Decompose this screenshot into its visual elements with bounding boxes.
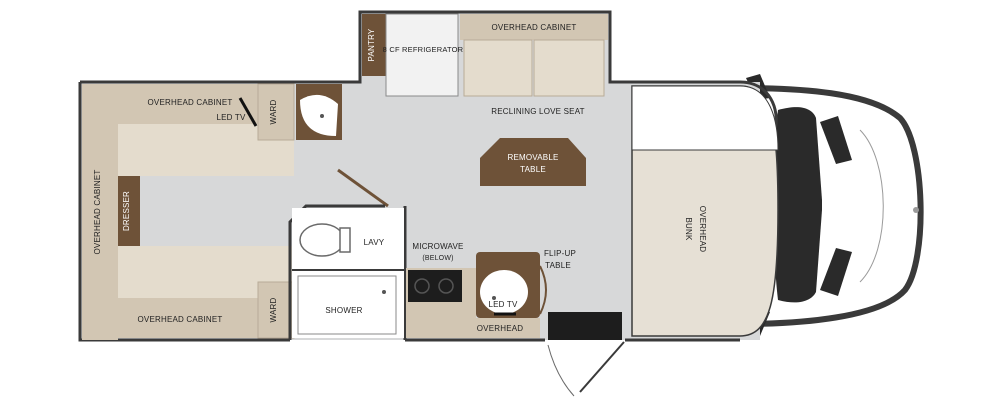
overhead-galley-cabinet	[456, 318, 540, 338]
galley-sink	[480, 270, 528, 314]
pantry-label: PANTRY	[367, 28, 376, 61]
dresser	[118, 176, 140, 246]
bunk-mattress-edge	[631, 85, 779, 151]
overhead-galley-label: OVERHEAD	[477, 324, 524, 333]
overhead-cabinet-rear-bottom	[118, 298, 258, 338]
love-seat-cushion-right	[533, 39, 605, 97]
removable-table-label-line1: REMOVABLE	[508, 153, 559, 162]
overhead-cabinet-rear-top	[118, 84, 258, 124]
shower-label: SHOWER	[325, 306, 362, 315]
flip-up-table-label-line2: TABLE	[545, 261, 571, 270]
overhead-cabinet-rear-top-label: OVERHEAD CABINET	[148, 98, 233, 107]
love-seat-backrest	[460, 14, 608, 40]
love-seat-cushion-left	[463, 39, 533, 97]
windshield	[773, 107, 822, 303]
refrigerator-label: 8 CF REFRIGERATOR	[383, 45, 464, 54]
burner-1	[414, 278, 430, 294]
toilet-seat	[299, 223, 345, 257]
overhead-cabinet-rear-bottom-label: OVERHEAD CABINET	[138, 315, 223, 324]
emblem	[913, 207, 919, 213]
bath-door	[337, 168, 389, 208]
overhead-cabinet-side-label: OVERHEAD CABINET	[93, 170, 102, 255]
pantry	[362, 14, 386, 76]
led-tv-rear	[238, 97, 258, 127]
galley-sink-drain	[492, 296, 496, 300]
entry-step	[548, 312, 622, 340]
overhead-cabinet-side	[82, 84, 118, 340]
overhead-bunk-label-line1: OVERHEAD	[698, 206, 707, 253]
ward-bottom-label: WARD	[269, 298, 278, 323]
ward-bottom	[257, 281, 295, 339]
flip-up-table-label-line1: FLIP-UP	[544, 249, 576, 258]
ward-top-label: WARD	[269, 100, 278, 125]
dresser-label: DRESSER	[122, 191, 131, 231]
microwave-label-line1: MICROWAVE	[412, 242, 463, 251]
burner-2	[438, 278, 454, 294]
removable-table	[480, 138, 586, 186]
hood-line	[859, 129, 884, 283]
cooktop	[408, 270, 462, 302]
bath-sink-drain	[320, 114, 324, 118]
overhead-cabinet-top-label: OVERHEAD CABINET	[492, 23, 577, 32]
entry-door-swing	[547, 344, 575, 397]
removable-table-label-line2: TABLE	[520, 165, 546, 174]
shower-drain	[382, 290, 386, 294]
microwave-label-line2: (BELOW)	[422, 255, 453, 262]
toilet-tank	[339, 227, 351, 253]
hood-right-vent	[820, 248, 852, 296]
led-tv-galley-label: LED TV	[488, 300, 518, 309]
hood-left-vent	[820, 116, 852, 164]
reclining-love-seat-label: RECLINING LOVE SEAT	[491, 107, 584, 116]
van-cab	[737, 74, 924, 336]
refrigerator	[385, 13, 459, 97]
ward-top	[257, 83, 295, 141]
lavy-label: LAVY	[364, 238, 385, 247]
bath-sink	[300, 94, 338, 136]
shower-pan	[297, 275, 397, 335]
entry-door	[579, 341, 625, 393]
led-tv-rear-label: LED TV	[216, 113, 246, 122]
overhead-bunk-label-line2: BUNK	[684, 217, 693, 240]
flip-up-table	[539, 265, 547, 315]
